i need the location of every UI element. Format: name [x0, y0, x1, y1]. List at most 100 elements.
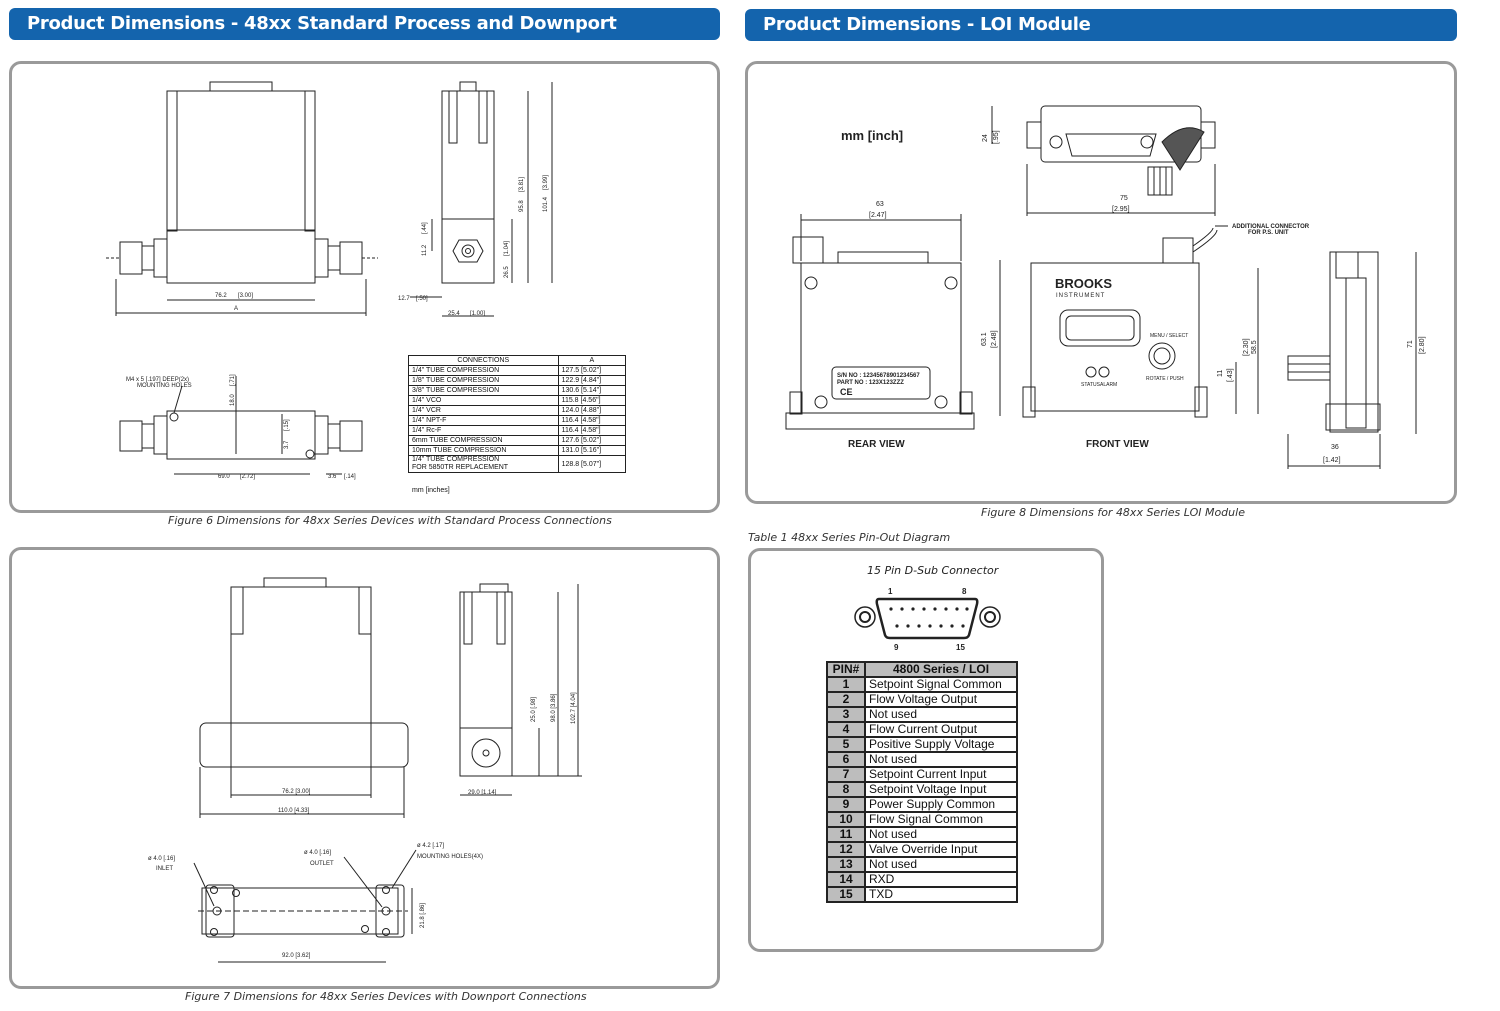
svg-text:STATUS: STATUS: [1081, 382, 1101, 388]
svg-text:[.71]: [.71]: [230, 374, 236, 386]
fig7-mount-hole: [232, 889, 240, 897]
svg-text:75: 75: [1120, 195, 1128, 202]
svg-text:110.0 [4.33]: 110.0 [4.33]: [278, 808, 310, 814]
svg-text:95.8: 95.8: [519, 200, 525, 212]
svg-text:[2.30]: [2.30]: [1243, 338, 1250, 356]
svg-text:MENU / SELECT: MENU / SELECT: [1150, 333, 1188, 339]
fig7-body-front: [230, 586, 372, 768]
rear-view-label: REAR VIEW: [848, 439, 905, 450]
fig6-fitting-right: [314, 238, 329, 278]
svg-text:58.5: 58.5: [1251, 340, 1258, 354]
table-row: 1/4" TUBE COMPRESSION FOR 5850TR REPLACE…: [408, 455, 627, 473]
svg-text:21.8 [.86]: 21.8 [.86]: [420, 903, 426, 928]
svg-text:MOUNTING HOLES: MOUNTING HOLES: [137, 383, 192, 389]
fig6-mount-hole: [305, 449, 315, 459]
table-units: mm [inches]: [412, 487, 450, 494]
figure7-drawing: 76.2 [3.00] 110.0 [4.33] 25.0 [.98] 98.0…: [148, 577, 582, 963]
dsub-screw-left: [854, 606, 876, 628]
fig8-screw: [814, 395, 828, 409]
svg-text:101.4: 101.4: [543, 196, 549, 212]
svg-text:[.14]: [.14]: [344, 474, 356, 480]
fig7-body-side: [459, 591, 513, 729]
svg-text:1: 1: [888, 587, 893, 596]
svg-text:MOUNTING HOLES(4X): MOUNTING HOLES(4X): [417, 854, 483, 860]
pin-header: PIN#: [826, 661, 866, 678]
svg-text:ADDITIONAL CONNECTOR: ADDITIONAL CONNECTOR: [1232, 224, 1310, 230]
figure7-caption: Figure 7 Dimensions for 48xx Series Devi…: [185, 990, 587, 1003]
svg-text:71: 71: [1407, 340, 1414, 348]
svg-text:[.50]: [.50]: [416, 296, 428, 302]
svg-text:[1.00]: [1.00]: [470, 311, 485, 317]
fig8-screw: [804, 276, 818, 290]
svg-text:[.95]: [.95]: [993, 130, 1000, 144]
figure6-caption: Figure 6 Dimensions for 48xx Series Devi…: [168, 514, 612, 527]
section-header-right: Product Dimensions - LOI Module: [745, 9, 1457, 41]
fig7-inlet-port: [212, 906, 222, 916]
svg-text:ø 4.0 [.16]: ø 4.0 [.16]: [148, 856, 175, 862]
svg-text:ROTATE / PUSH: ROTATE / PUSH: [1146, 376, 1184, 382]
connector-title: 15 Pin D-Sub Connector: [867, 564, 999, 577]
fig6-body-front: [166, 90, 316, 284]
svg-text:63.1: 63.1: [981, 332, 988, 346]
fig8-knob: [1148, 342, 1176, 370]
fig7-base-side: [459, 727, 513, 777]
svg-text:ø 4.0 [.16]: ø 4.0 [.16]: [304, 850, 331, 856]
fig6-fitting-left: [119, 241, 143, 275]
front-view-label: FRONT VIEW: [1086, 439, 1149, 450]
svg-text:PART NO : 123X123ZZZ: PART NO : 123X123ZZZ: [837, 380, 904, 386]
svg-text:11.2: 11.2: [422, 244, 428, 256]
svg-text:[.44]: [.44]: [422, 222, 428, 234]
fig7-mount-hole: [382, 886, 390, 894]
svg-text:12.7: 12.7: [398, 296, 410, 302]
fig8-rear-body: [800, 262, 962, 414]
fig8-screw: [934, 395, 948, 409]
svg-text:36: 36: [1331, 444, 1339, 451]
svg-text:[1.42]: [1.42]: [1323, 457, 1341, 464]
svg-text:[2.48]: [2.48]: [991, 330, 998, 348]
connections-header: CONNECTIONS: [408, 355, 559, 366]
svg-text:92.0 [3.62]: 92.0 [3.62]: [282, 953, 311, 959]
ce-mark: CE: [840, 387, 853, 397]
svg-text:[2.72]: [2.72]: [240, 474, 255, 480]
svg-text:102.7 [4.04]: 102.7 [4.04]: [571, 692, 577, 724]
table1-panel: 15 Pin D-Sub Connector 1 8 9 15 PIN# 480…: [748, 548, 1104, 952]
fig7-mount-hole: [382, 928, 390, 936]
svg-text:15: 15: [956, 643, 965, 652]
fig8-status-led: [1085, 366, 1097, 378]
svg-text:M4 x 5 [.197] DEEP(2x): M4 x 5 [.197] DEEP(2x): [126, 377, 189, 383]
svg-text:[2.95]: [2.95]: [1112, 206, 1130, 213]
svg-text:3.6: 3.6: [328, 474, 337, 480]
svg-text:[2.80]: [2.80]: [1419, 336, 1426, 354]
fig7-mount-hole: [210, 886, 218, 894]
figure6-panel: 76.2 [3.00] A 95.8 [3.81] 101.4 [3.99] 1…: [9, 61, 720, 513]
svg-text:[.43]: [.43]: [1227, 368, 1234, 382]
fig7-outlet-port: [381, 906, 391, 916]
figure8-panel: 24 [.95] 75 [2.95] 63 [2.47] 63.1 [2.48]…: [745, 61, 1457, 504]
svg-text:FOR P.S. UNIT: FOR P.S. UNIT: [1248, 230, 1289, 236]
svg-text:25.4: 25.4: [448, 311, 460, 317]
svg-text:S/N NO : 12345678901234567: S/N NO : 12345678901234567: [837, 373, 920, 379]
svg-text:[3.81]: [3.81]: [519, 177, 525, 192]
fig8-units: mm [inch]: [841, 128, 903, 143]
svg-text:9: 9: [894, 643, 899, 652]
svg-text:A: A: [234, 306, 238, 312]
fig8-dsub-top: [1065, 133, 1157, 157]
fig8-side-body: [1329, 251, 1379, 433]
svg-text:[3.99]: [3.99]: [543, 175, 549, 190]
dsub-screw-right: [979, 606, 1001, 628]
svg-text:76.2 [3.00]: 76.2 [3.00]: [282, 789, 311, 795]
svg-text:[2.47]: [2.47]: [869, 212, 887, 219]
fig7-mount-hole: [210, 928, 218, 936]
